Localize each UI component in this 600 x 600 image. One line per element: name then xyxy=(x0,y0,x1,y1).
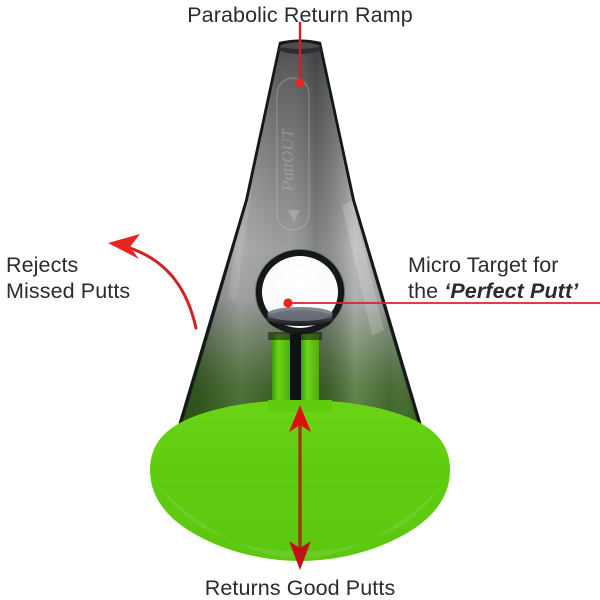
brand-emboss-text: PuttOUT xyxy=(278,127,297,192)
hole-lip-shadow xyxy=(266,320,334,333)
label-rejects-line1: Rejects xyxy=(6,253,79,277)
green-base-shape xyxy=(150,400,450,561)
label-micro-target: Micro Target for the ‘Perfect Putt’ xyxy=(408,252,578,304)
micro-target-hole xyxy=(255,249,345,335)
label-parabolic-return-ramp: Parabolic Return Ramp xyxy=(187,3,413,27)
brand-emboss-arrow-icon xyxy=(288,210,300,222)
ramp-tab-gap xyxy=(290,334,301,414)
brand-emboss-outline xyxy=(276,77,310,231)
cone-highlight-left xyxy=(228,190,252,300)
ramp-tab-top-shadow xyxy=(268,332,322,340)
label-rejects-line2: Missed Putts xyxy=(6,279,131,303)
brand-emboss-puttout: PuttOUT xyxy=(276,77,310,231)
green-base xyxy=(150,400,450,561)
ramp-tabs xyxy=(268,332,322,414)
label-returns-good-putts: Returns Good Putts xyxy=(204,576,396,600)
hole-lip-top xyxy=(267,307,333,321)
label-micro-target-line2: the ‘Perfect Putt’ xyxy=(408,278,578,304)
ramp-tab-left xyxy=(272,334,290,412)
cone-highlight-right xyxy=(342,200,384,336)
label-micro-target-emphasis: ‘Perfect Putt’ xyxy=(444,279,579,303)
label-micro-target-line1: Micro Target for xyxy=(408,253,559,277)
label-rejects-missed-putts: Rejects Missed Putts xyxy=(6,252,130,304)
ramp-tab-right xyxy=(301,334,319,412)
label-micro-target-line2-prefix: the xyxy=(408,279,445,303)
green-base-tab-joint xyxy=(268,400,332,412)
